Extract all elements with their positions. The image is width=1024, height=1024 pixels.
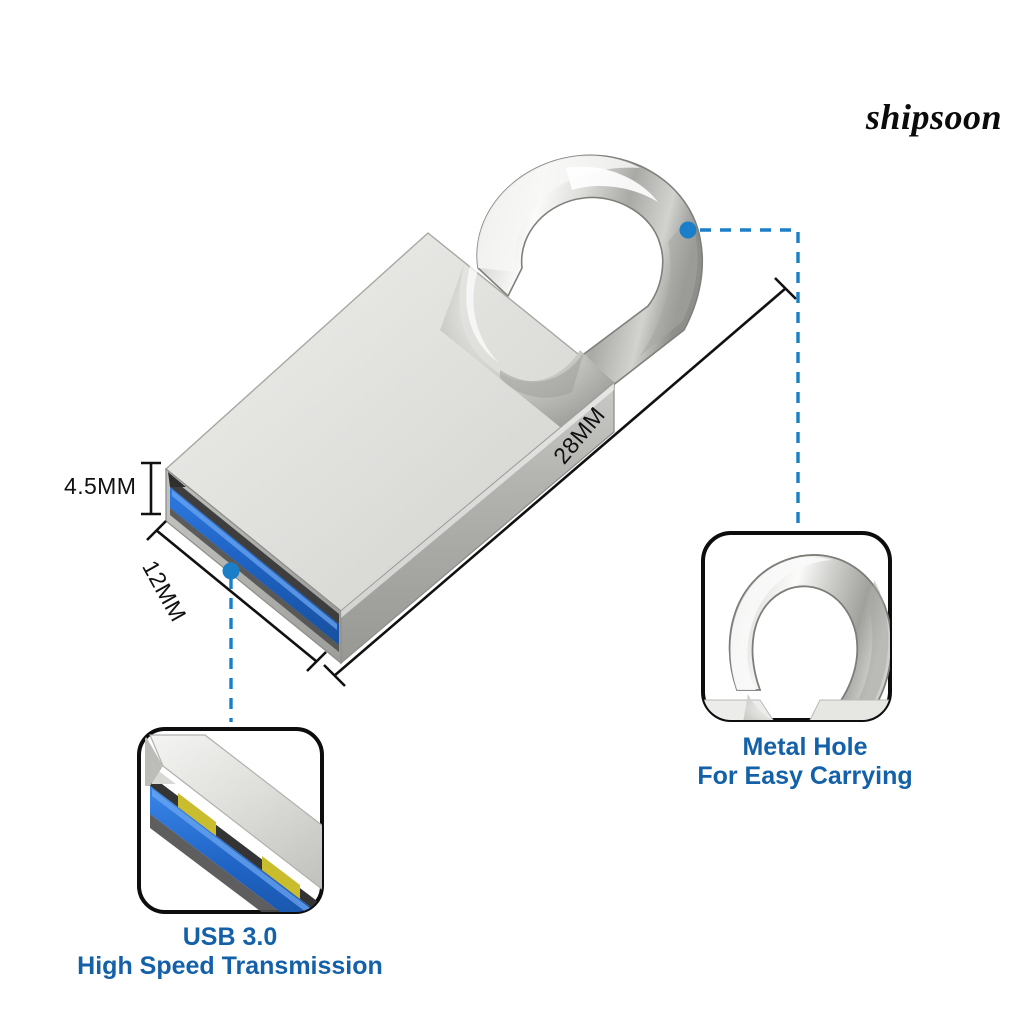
dimension-thickness-4-5mm: [141, 461, 161, 516]
dimension-lines: [141, 277, 797, 687]
metal-shackle-loop: [476, 154, 704, 387]
watermark-shipsoon: shipsoon: [865, 97, 1002, 137]
dimension-label-thickness: 4.5MM: [64, 473, 137, 499]
callout-leader-lines: [222, 221, 800, 722]
callout-inset-usb-connector: [137, 727, 324, 914]
dimension-length-28mm: [323, 277, 797, 687]
callout-inset-metal-hole: [701, 531, 892, 722]
callout-hole-line1: Metal Hole: [742, 733, 868, 761]
anchor-dot-usb-connector: [222, 562, 240, 580]
callout-hole-line2: For Easy Carrying: [697, 761, 913, 790]
callout-caption-usb: USB 3.0 High Speed Transmission: [0, 923, 460, 980]
callout-usb-line2: High Speed Transmission: [77, 951, 383, 980]
product-illustration: [164, 154, 704, 665]
anchor-dot-metal-hole: [679, 221, 697, 239]
callout-caption-metal-hole: Metal Hole For Easy Carrying: [640, 733, 970, 790]
callout-usb-line1: USB 3.0: [182, 923, 278, 951]
dimension-width-12mm: [146, 520, 327, 672]
